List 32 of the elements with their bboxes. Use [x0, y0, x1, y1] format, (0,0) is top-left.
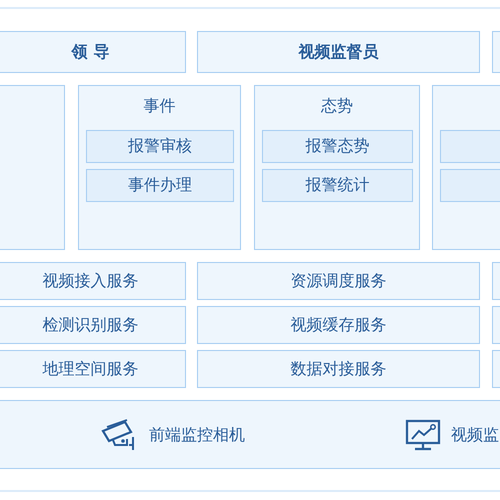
label-text: 报警态势	[306, 136, 370, 157]
role-box	[197, 31, 480, 73]
label-text: 视频接入服务	[42, 270, 138, 292]
label-text: 地理空间服务	[42, 358, 138, 380]
service-box	[0, 350, 186, 388]
device-label: 前端监控相机	[149, 425, 245, 446]
module-panel	[254, 85, 420, 250]
device-band	[0, 400, 500, 469]
function-box	[86, 169, 234, 202]
service-box	[197, 306, 480, 344]
function-box	[262, 130, 413, 163]
panel-heading: 态势	[320, 96, 354, 117]
panel-heading: 事件	[142, 96, 176, 117]
service-box	[197, 350, 480, 388]
label-text: 视频缓存服务	[290, 314, 386, 336]
function-box	[262, 169, 413, 202]
service-box	[0, 306, 186, 344]
label-text: 报警审核	[128, 136, 192, 157]
label-text: 领 导	[72, 42, 110, 62]
label-text: 视频监督员	[298, 42, 378, 62]
label-text: 报警统计	[306, 175, 370, 196]
label-text: 数据对接服务	[290, 358, 386, 380]
label-text: 检测识别服务	[42, 314, 138, 336]
role-box	[0, 31, 186, 73]
module-panel	[0, 85, 65, 250]
label-text: 事件办理	[128, 175, 192, 196]
function-box	[86, 130, 234, 163]
service-box	[0, 262, 186, 300]
device-label: 视频监	[451, 425, 499, 446]
service-box	[197, 262, 480, 300]
label-text: 资源调度服务	[290, 270, 386, 292]
module-panel	[78, 85, 241, 250]
